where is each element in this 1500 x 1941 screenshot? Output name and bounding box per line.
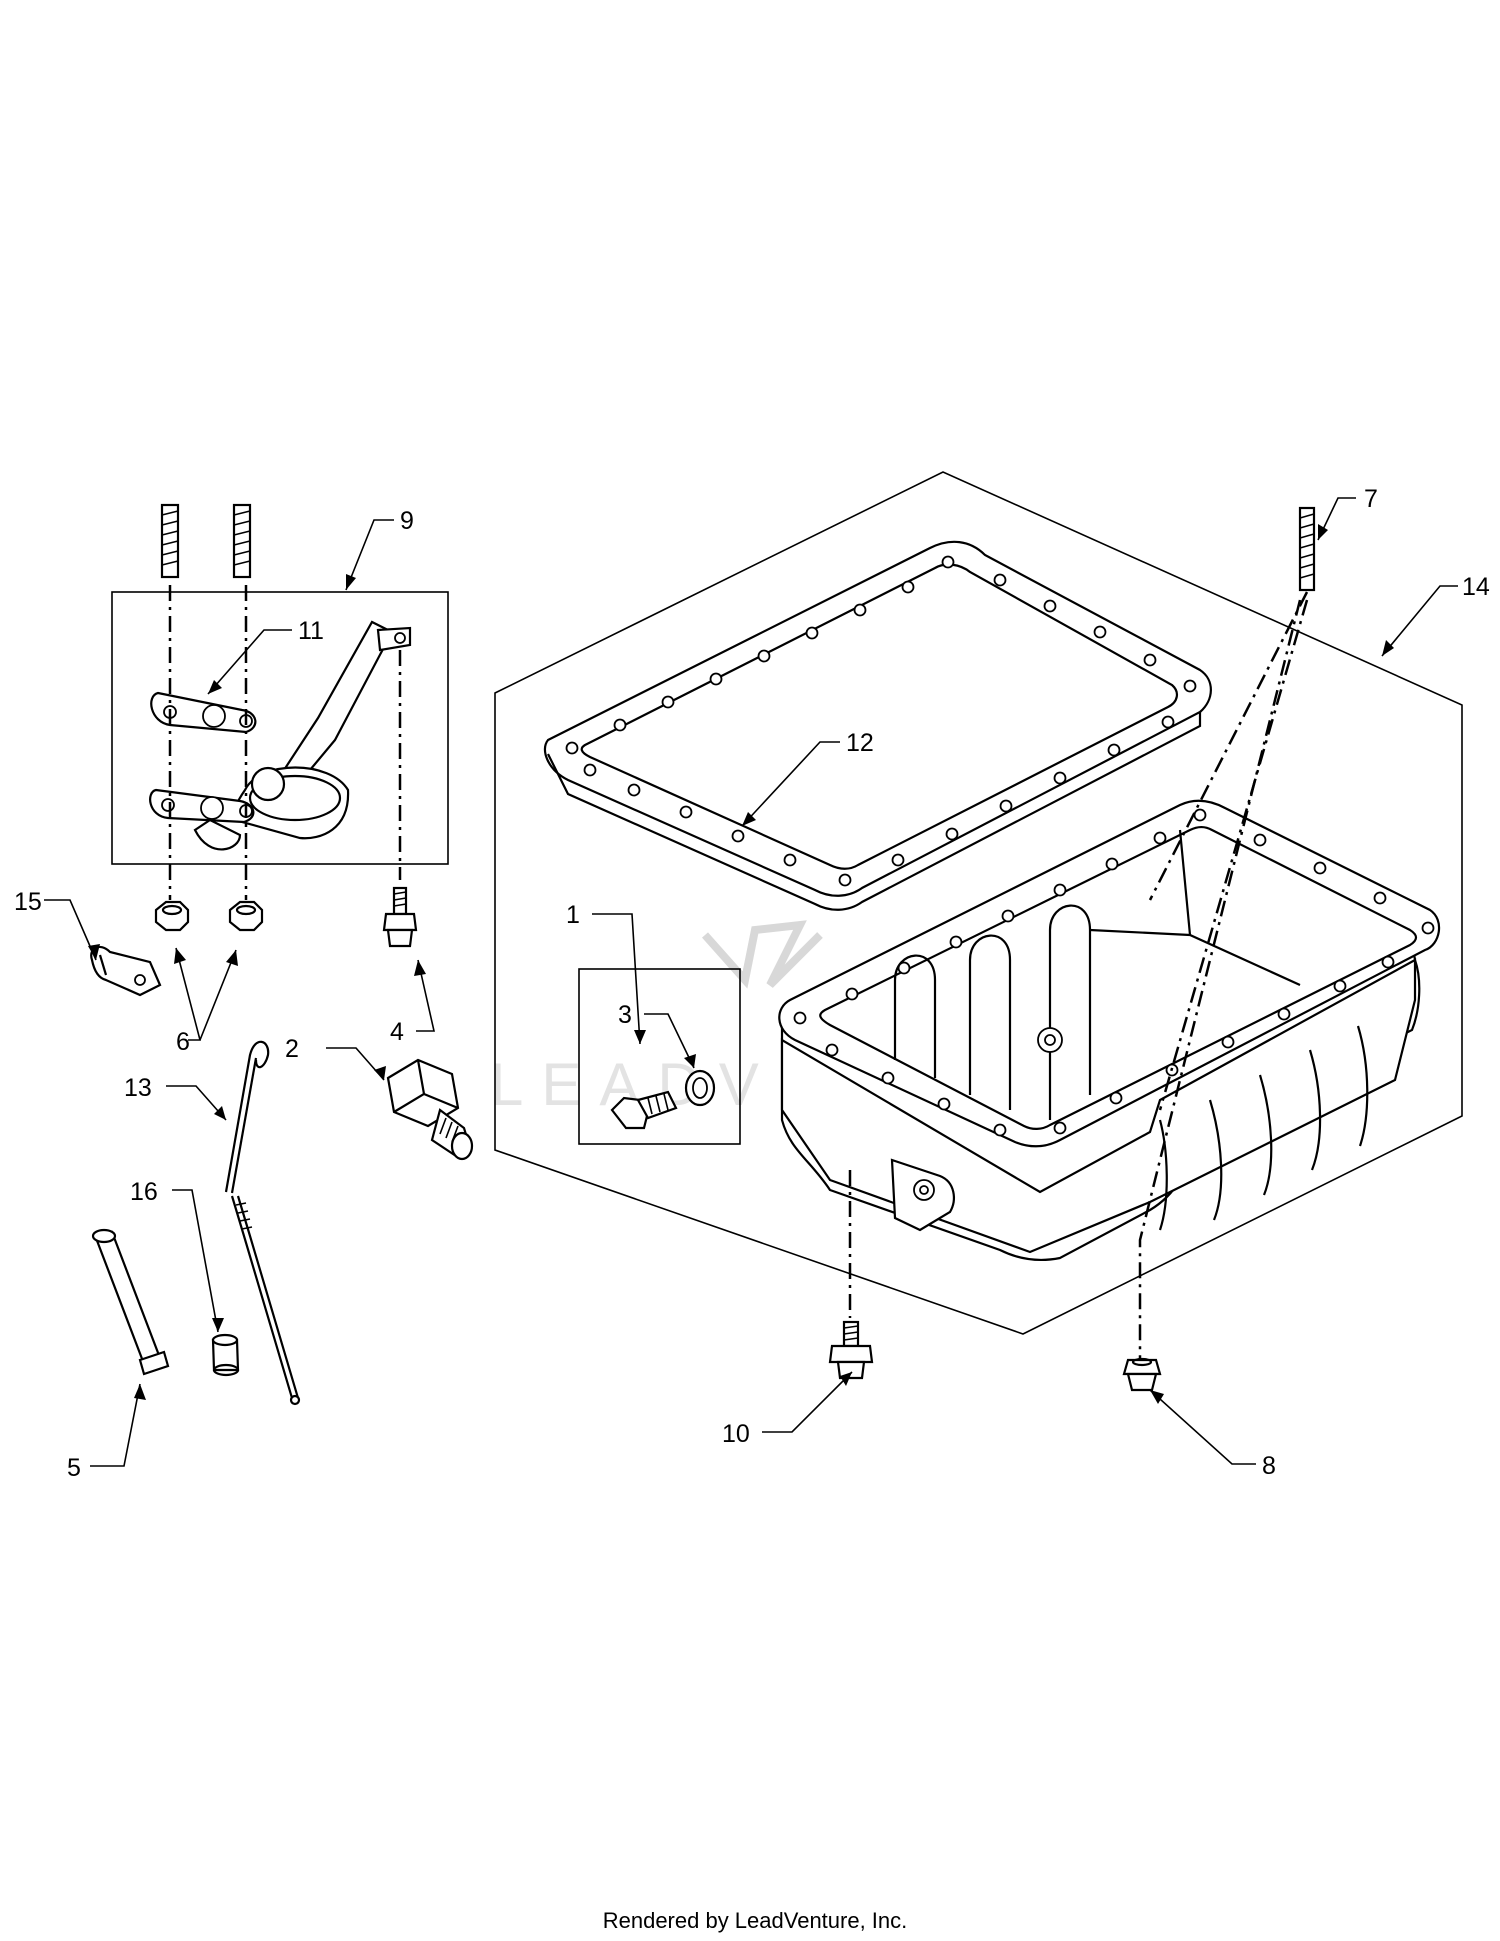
stud-7 xyxy=(1298,506,1316,592)
callout-6: 6 xyxy=(176,1028,190,1056)
callout-11: 11 xyxy=(298,617,324,645)
stud-right xyxy=(232,503,252,579)
gasket-11 xyxy=(150,691,257,734)
dipstick-13 xyxy=(224,1040,301,1406)
oil-strainer-assembly xyxy=(149,503,412,900)
bolt-10 xyxy=(828,1320,874,1380)
oil-pan-14-bolt-holes xyxy=(793,808,1435,1137)
callout-1: 1 xyxy=(566,901,580,929)
callout-5: 5 xyxy=(67,1454,81,1482)
sensor-2 xyxy=(386,1058,474,1161)
gasket-12-bolt-holes xyxy=(565,555,1197,887)
callout-9: 9 xyxy=(400,507,414,535)
callout-4: 4 xyxy=(390,1018,404,1046)
kit-box-1 xyxy=(578,968,741,1145)
callout-14: 14 xyxy=(1462,573,1490,601)
kit-outline-14 xyxy=(494,471,1463,1335)
callout-8: 8 xyxy=(1262,1452,1276,1480)
footer-credit: Rendered by LeadVenture, Inc. xyxy=(603,1908,908,1933)
callout-15: 15 xyxy=(14,888,42,916)
washer-3 xyxy=(684,1069,716,1107)
nut-8 xyxy=(1122,1357,1162,1392)
arrowheads xyxy=(88,524,1394,1404)
kit-box-9 xyxy=(111,591,449,865)
tube-5 xyxy=(91,1228,170,1376)
callout-12: 12 xyxy=(846,729,874,757)
callout-10: 10 xyxy=(722,1420,750,1448)
nut-6-right xyxy=(228,900,264,932)
callout-labels: 1 2 3 4 5 6 7 8 9 10 11 12 13 14 15 16 xyxy=(14,485,1490,1482)
gasket-12 xyxy=(543,540,1212,911)
stud-left xyxy=(160,503,180,579)
oil-pan-14 xyxy=(778,799,1441,1261)
drain-bolt xyxy=(610,1090,678,1130)
bolt-4 xyxy=(382,886,418,948)
bushing-16 xyxy=(211,1333,240,1377)
callout-2: 2 xyxy=(285,1035,299,1063)
clamp-15 xyxy=(90,945,162,997)
callout-3: 3 xyxy=(618,1001,632,1029)
nut-6-left xyxy=(154,900,190,932)
callout-16: 16 xyxy=(130,1178,158,1206)
leader-lines xyxy=(44,497,1458,1467)
callout-13: 13 xyxy=(124,1074,152,1102)
callout-7: 7 xyxy=(1364,485,1378,513)
